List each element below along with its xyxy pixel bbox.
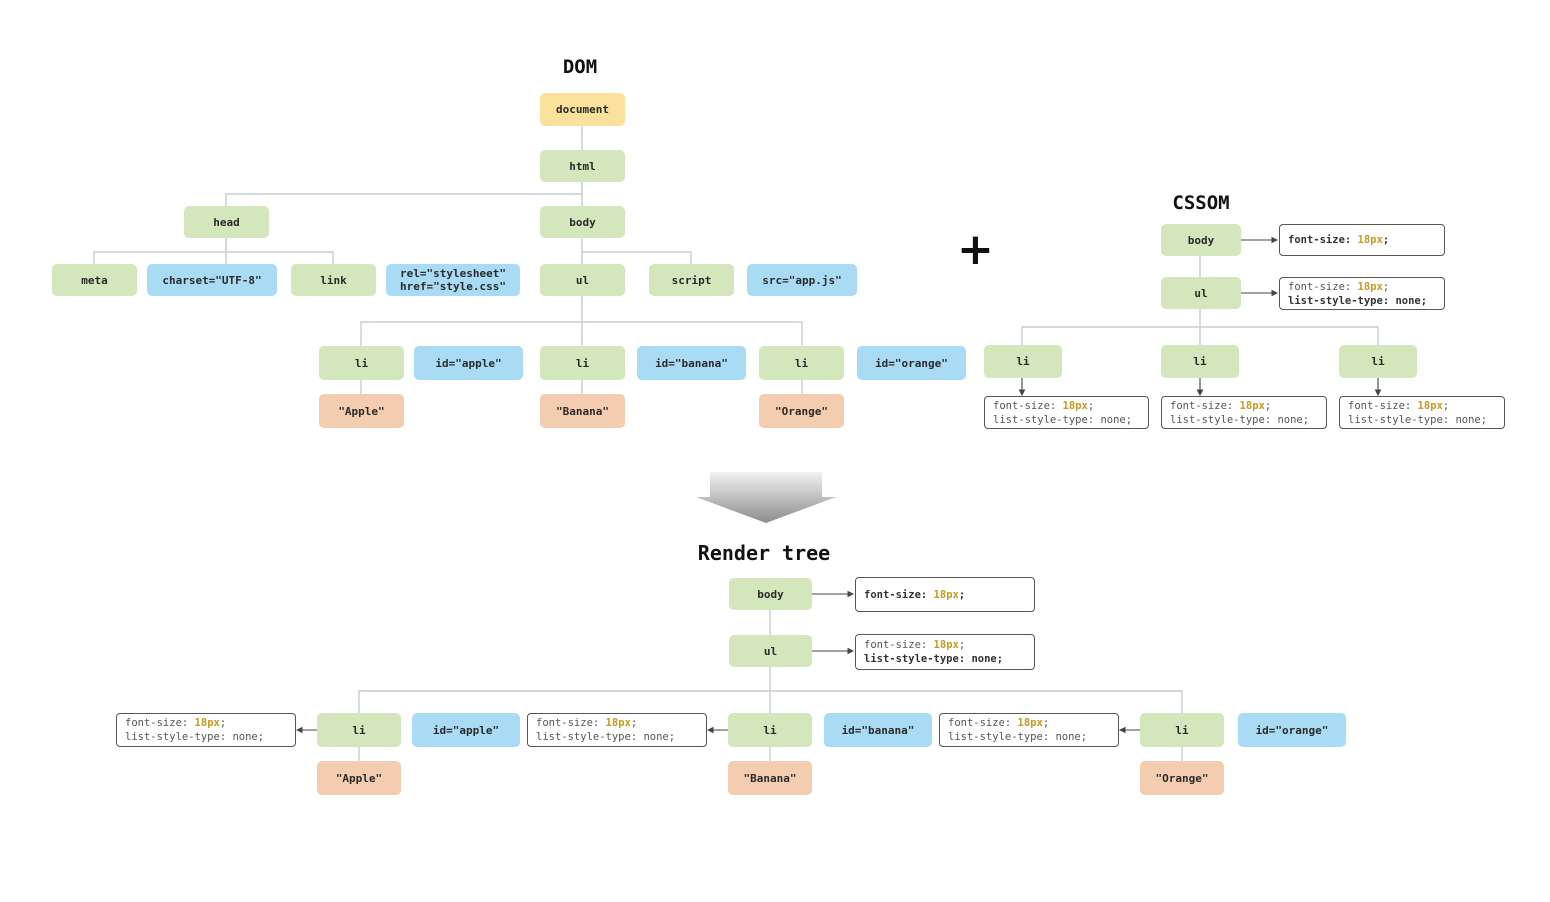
style-value: 18px bbox=[1357, 234, 1383, 246]
render-li-banana-style: font-size: 18px; list-style-type: none; bbox=[527, 713, 707, 747]
render-id-banana: id="banana" bbox=[824, 713, 932, 747]
dom-title: DOM bbox=[562, 56, 598, 78]
render-li-apple: li bbox=[317, 713, 401, 747]
dom-li-banana: li bbox=[540, 346, 625, 380]
render-body-style: font-size: 18px; bbox=[855, 577, 1035, 612]
dom-link-rel: rel="stylesheet" bbox=[400, 267, 506, 280]
style-key: font-size: bbox=[1170, 399, 1240, 412]
style-list-type: list-style-type: none; bbox=[1348, 413, 1488, 426]
dom-id-banana: id="banana" bbox=[637, 346, 746, 380]
cssom-li-3: li bbox=[1339, 345, 1417, 378]
render-text-apple: "Apple" bbox=[317, 761, 401, 795]
style-key: font-size: bbox=[993, 399, 1063, 412]
render-li-banana: li bbox=[728, 713, 812, 747]
style-list-type: list-style-type: none; bbox=[993, 413, 1133, 426]
style-list-type: list-style-type: none; bbox=[125, 731, 265, 743]
style-semicolon: ; bbox=[958, 588, 966, 601]
dom-link-node: link bbox=[291, 264, 376, 296]
style-value: 18px bbox=[1357, 280, 1383, 293]
cssom-li-1-style: font-size: 18px; list-style-type: none; bbox=[984, 396, 1149, 429]
dom-document-node: document bbox=[540, 93, 625, 126]
style-value: 18px bbox=[1417, 399, 1443, 412]
dom-html-node: html bbox=[540, 150, 625, 182]
render-tree-title: Render tree bbox=[697, 541, 831, 565]
style-value: 18px bbox=[933, 588, 959, 601]
style-semicolon: ; bbox=[1442, 399, 1450, 412]
style-semicolon: ; bbox=[1042, 717, 1050, 729]
dom-text-orange: "Orange" bbox=[759, 394, 844, 428]
style-semicolon: ; bbox=[219, 717, 227, 729]
cssom-ul-node: ul bbox=[1161, 277, 1241, 309]
style-value: 18px bbox=[1239, 399, 1265, 412]
style-key: font-size: bbox=[864, 588, 934, 601]
render-li-orange-style: font-size: 18px; list-style-type: none; bbox=[939, 713, 1119, 747]
style-key: font-size: bbox=[1288, 234, 1358, 246]
render-id-orange: id="orange" bbox=[1238, 713, 1346, 747]
style-key: font-size: bbox=[864, 639, 934, 651]
style-value: 18px bbox=[605, 717, 631, 729]
style-semicolon: ; bbox=[1382, 280, 1390, 293]
style-list-type: list-style-type: none; bbox=[1288, 294, 1428, 307]
style-semicolon: ; bbox=[630, 717, 638, 729]
render-ul-node: ul bbox=[729, 635, 812, 667]
style-key: font-size: bbox=[125, 717, 195, 729]
style-key: font-size: bbox=[1348, 399, 1418, 412]
dom-link-href: href="style.css" bbox=[400, 280, 506, 293]
style-list-type: list-style-type: none; bbox=[536, 731, 676, 743]
dom-script-node: script bbox=[649, 264, 734, 296]
cssom-li-1: li bbox=[984, 345, 1062, 378]
dom-li-orange: li bbox=[759, 346, 844, 380]
render-text-banana: "Banana" bbox=[728, 761, 812, 795]
cssom-title: CSSOM bbox=[1172, 192, 1230, 214]
dom-head-node: head bbox=[184, 206, 269, 238]
dom-meta-attr: charset="UTF-8" bbox=[147, 264, 277, 296]
dom-script-attr: src="app.js" bbox=[747, 264, 857, 296]
style-semicolon: ; bbox=[1264, 399, 1272, 412]
style-value: 18px bbox=[1017, 717, 1043, 729]
cssom-body-style: font-size: 18px; bbox=[1279, 224, 1445, 256]
cssom-body-node: body bbox=[1161, 224, 1241, 256]
render-id-apple: id="apple" bbox=[412, 713, 520, 747]
style-semicolon: ; bbox=[1087, 399, 1095, 412]
style-list-type: list-style-type: none; bbox=[864, 653, 1004, 665]
cssom-li-2: li bbox=[1161, 345, 1239, 378]
style-value: 18px bbox=[933, 639, 959, 651]
style-key: font-size: bbox=[948, 717, 1018, 729]
render-body-node: body bbox=[729, 578, 812, 610]
plus-icon: + bbox=[957, 224, 994, 275]
style-value: 18px bbox=[194, 717, 220, 729]
render-li-apple-style: font-size: 18px; list-style-type: none; bbox=[116, 713, 296, 747]
cssom-li-3-style: font-size: 18px; list-style-type: none; bbox=[1339, 396, 1505, 429]
dom-text-apple: "Apple" bbox=[319, 394, 404, 428]
down-arrow-icon bbox=[696, 472, 836, 523]
style-value: 18px bbox=[1062, 399, 1088, 412]
dom-ul-node: ul bbox=[540, 264, 625, 296]
render-text-orange: "Orange" bbox=[1140, 761, 1224, 795]
cssom-ul-style: font-size: 18px; list-style-type: none; bbox=[1279, 277, 1445, 310]
dom-id-apple: id="apple" bbox=[414, 346, 523, 380]
dom-id-orange: id="orange" bbox=[857, 346, 966, 380]
dom-link-attr: rel="stylesheet" href="style.css" bbox=[386, 264, 520, 296]
style-list-type: list-style-type: none; bbox=[948, 731, 1088, 743]
style-semicolon: ; bbox=[958, 639, 966, 651]
style-key: font-size: bbox=[536, 717, 606, 729]
render-li-orange: li bbox=[1140, 713, 1224, 747]
style-key: font-size: bbox=[1288, 280, 1358, 293]
dom-body-node: body bbox=[540, 206, 625, 238]
dom-text-banana: "Banana" bbox=[540, 394, 625, 428]
style-semicolon: ; bbox=[1382, 234, 1390, 246]
style-list-type: list-style-type: none; bbox=[1170, 413, 1310, 426]
dom-meta-node: meta bbox=[52, 264, 137, 296]
render-ul-style: font-size: 18px; list-style-type: none; bbox=[855, 634, 1035, 670]
dom-li-apple: li bbox=[319, 346, 404, 380]
cssom-li-2-style: font-size: 18px; list-style-type: none; bbox=[1161, 396, 1327, 429]
